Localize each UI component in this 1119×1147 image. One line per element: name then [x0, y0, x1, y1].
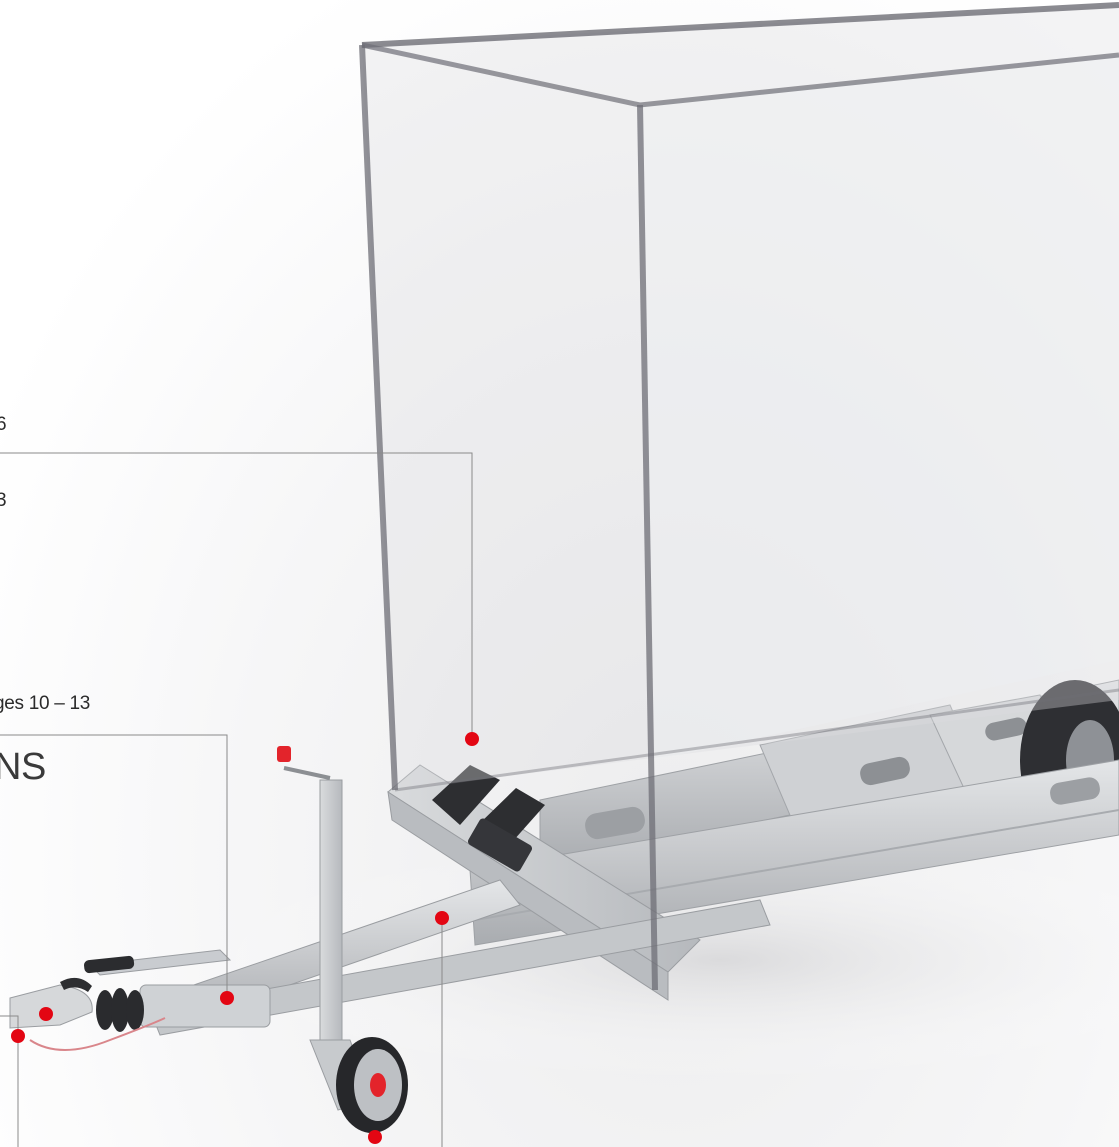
- trailer-chassis: [9, 679, 1119, 1133]
- jockey-wheel: [277, 746, 408, 1133]
- leader-lines: [0, 452, 473, 1147]
- callout-page-ref-2: 3: [0, 490, 7, 511]
- marker-breakaway: [11, 1029, 25, 1043]
- callout-page-ref-1: 6: [0, 414, 7, 435]
- markers: [11, 732, 479, 1144]
- marker-overrun-device: [220, 991, 234, 1005]
- load-roller-icon: [432, 765, 545, 872]
- coupling-head-icon: [9, 984, 93, 1029]
- marker-load-roller: [465, 732, 479, 746]
- section-heading: NS: [0, 746, 46, 788]
- leader-line-2: [0, 734, 228, 997]
- crank-handle-icon: [277, 746, 291, 762]
- leader-line-1: [0, 452, 473, 738]
- breakaway-cable-icon: [29, 1017, 166, 1051]
- bellows-icon: [96, 988, 144, 1032]
- leader-line-3: [0, 1015, 19, 1147]
- marker-chassis-beam: [435, 911, 449, 925]
- callout-page-ref-3: ges 10 – 13: [0, 693, 91, 714]
- marker-jockey-wheel: [368, 1130, 382, 1144]
- tarpaulin-frame: [359, 2, 1119, 991]
- marker-coupling-head: [39, 1007, 53, 1021]
